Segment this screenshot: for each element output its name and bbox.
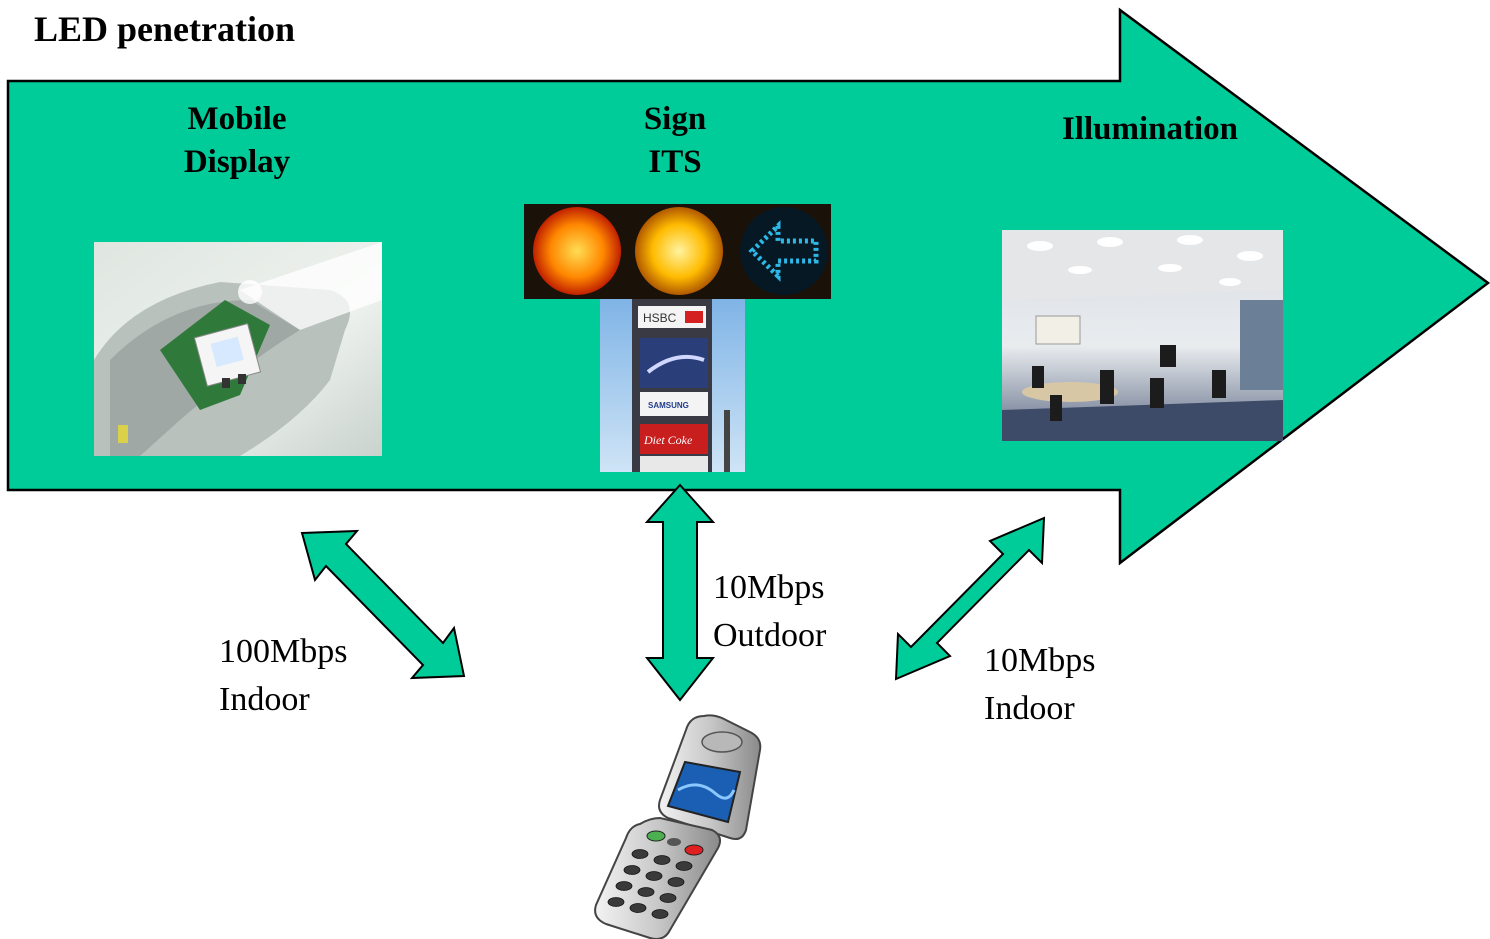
category-line: Sign: [643, 101, 707, 137]
category-mobile-display: Mobile Display: [137, 98, 337, 184]
billboard-photo: HSBC SAMSUNG Diet Coke: [600, 299, 745, 472]
arrow-left-icon: [748, 220, 819, 282]
category-illumination: Illumination: [1020, 108, 1280, 151]
link-rate: 10Mbps: [713, 569, 825, 606]
samsung-sign-text: SAMSUNG: [648, 401, 689, 410]
category-line: ITS: [648, 144, 702, 180]
mobile-led-photo: [94, 242, 382, 456]
link-arrow-illumination: [894, 516, 1046, 681]
coke-sign-text: Diet Coke: [643, 433, 693, 447]
flip-phone-icon: [594, 714, 762, 939]
link-environment: Outdoor: [713, 617, 827, 654]
hsbc-sign-text: HSBC: [643, 311, 677, 325]
category-line: Illumination: [1061, 111, 1239, 147]
link-label-sign-its: 10Mbps Outdoor: [713, 564, 826, 660]
category-line: Mobile: [187, 101, 287, 137]
link-label-illumination: 10Mbps Indoor: [984, 637, 1095, 733]
diagram-title: LED penetration: [34, 9, 295, 49]
office-illumination-photo: [1002, 230, 1283, 441]
category-sign-its: Sign ITS: [575, 98, 775, 184]
link-environment: Indoor: [984, 690, 1075, 727]
link-arrow-mobile-display: [300, 529, 466, 680]
link-environment: Indoor: [219, 681, 310, 718]
link-rate: 10Mbps: [984, 642, 1096, 679]
link-rate: 100Mbps: [219, 633, 348, 670]
category-line: Display: [183, 144, 291, 180]
traffic-light-photo: [524, 204, 831, 299]
link-arrow-sign-its: [644, 483, 716, 702]
link-label-mobile-display: 100Mbps Indoor: [219, 628, 347, 724]
